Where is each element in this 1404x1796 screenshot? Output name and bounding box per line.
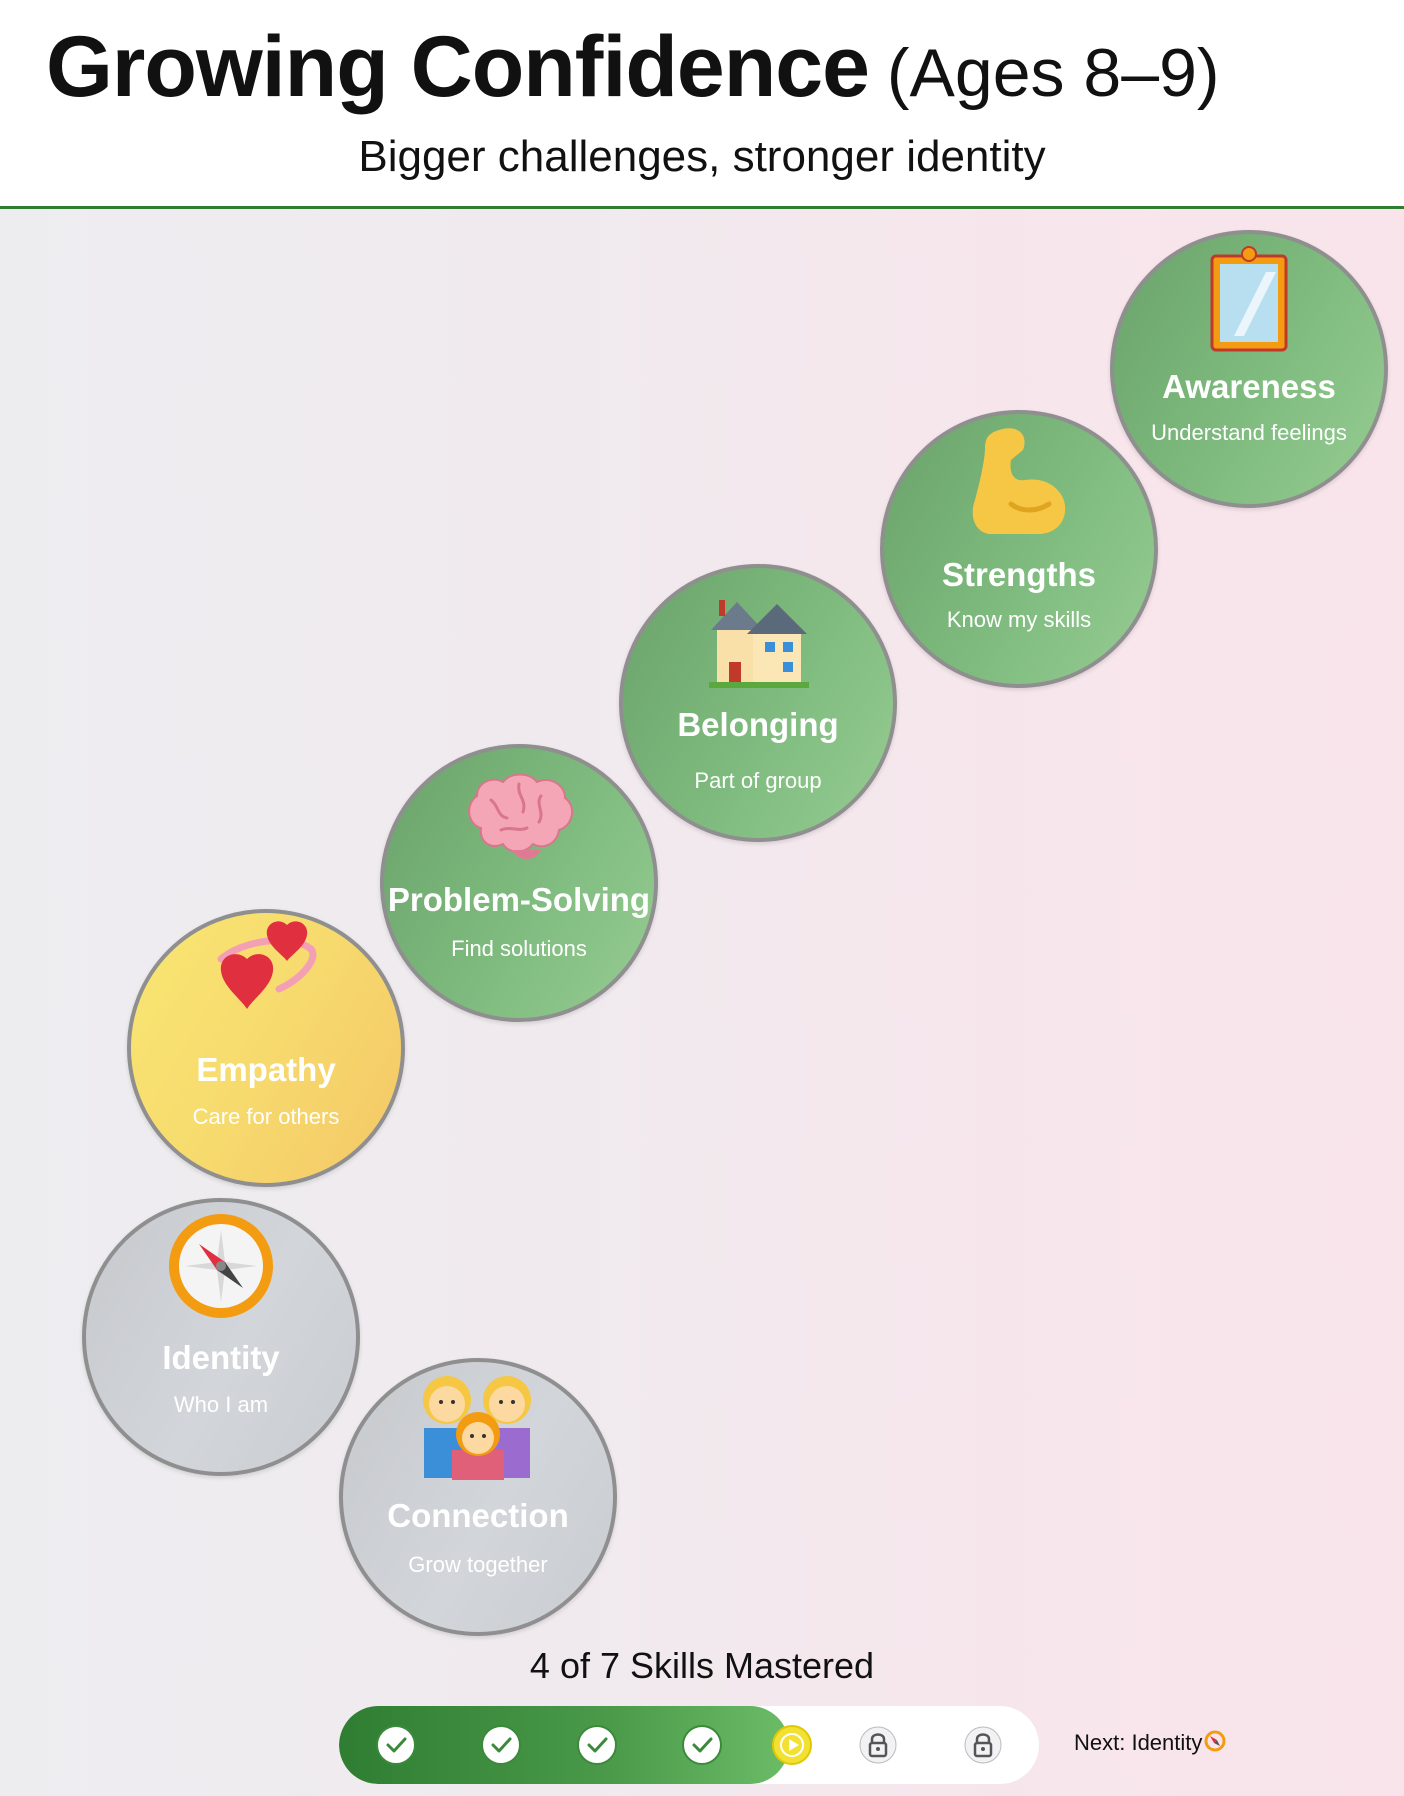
title-age-range: (Ages 8–9) xyxy=(886,35,1220,111)
skill-label: Problem-Solving xyxy=(387,881,651,918)
checkmark-icon xyxy=(491,1737,512,1753)
skill-node-awareness[interactable]: Awareness Understand feelings xyxy=(1110,230,1388,508)
skill-desc: Know my skills xyxy=(946,607,1092,632)
skill-label: Belonging xyxy=(677,706,839,743)
flexed-biceps-icon xyxy=(884,420,1154,540)
skill-node-empathy[interactable]: Empathy Care for others xyxy=(127,909,405,1187)
skill-label: Empathy xyxy=(196,1051,336,1088)
skill-label: Connection xyxy=(387,1497,569,1534)
skill-desc: Part of group xyxy=(694,768,822,793)
family-icon xyxy=(343,1366,613,1486)
progress-step-3 xyxy=(577,1725,617,1765)
page-subtitle: Bigger challenges, stronger identity xyxy=(358,132,1046,181)
skill-desc: Find solutions xyxy=(451,936,587,961)
skill-node-connection[interactable]: Connection Grow together xyxy=(339,1358,617,1636)
skill-node-problem-solving[interactable]: Problem-Solving Find solutions xyxy=(380,744,658,1022)
skill-label: Strengths xyxy=(941,556,1096,593)
skill-desc: Grow together xyxy=(408,1552,548,1577)
progress-step-2 xyxy=(481,1725,521,1765)
title-main: Growing Confidence xyxy=(46,19,870,115)
skill-desc: Understand feelings xyxy=(1151,420,1347,445)
page-header: Growing Confidence(Ages 8–9) Bigger chal… xyxy=(0,0,1404,209)
skill-node-strengths[interactable]: Strengths Know my skills xyxy=(880,410,1158,688)
skill-node-identity[interactable]: Identity Who I am xyxy=(82,1198,360,1476)
lock-icon xyxy=(859,1726,897,1764)
skill-label: Identity xyxy=(162,1339,280,1376)
page-title: Growing Confidence(Ages 8–9) xyxy=(46,18,1220,117)
play-icon xyxy=(780,1733,804,1757)
skill-node-belonging[interactable]: Belonging Part of group xyxy=(619,564,897,842)
compass-icon xyxy=(1204,1730,1226,1758)
houses-icon xyxy=(623,586,893,706)
checkmark-icon xyxy=(692,1737,713,1753)
skill-desc: Care for others xyxy=(192,1104,340,1129)
revolving-hearts-icon xyxy=(131,919,401,1039)
compass-icon xyxy=(86,1208,356,1328)
progress-step-4 xyxy=(682,1725,722,1765)
checkmark-icon xyxy=(587,1737,608,1753)
progress-step-7 xyxy=(963,1725,1003,1765)
progress-label: 4 of 7 Skills Mastered xyxy=(529,1645,875,1686)
brain-icon xyxy=(384,770,654,890)
checkmark-icon xyxy=(386,1737,407,1753)
next-skill-indicator[interactable]: Next: Identity xyxy=(1074,1730,1226,1758)
skill-label: Awareness xyxy=(1162,368,1336,405)
mirror-icon xyxy=(1114,246,1384,366)
progress-track xyxy=(339,1706,1039,1784)
progress-step-1 xyxy=(376,1725,416,1765)
skill-path-canvas: Awareness Understand feelings Strengths … xyxy=(0,209,1404,1796)
progress-step-5 xyxy=(772,1725,812,1765)
skill-desc: Who I am xyxy=(173,1392,269,1417)
next-skill-label: Next: Identity xyxy=(1074,1730,1203,1755)
progress-step-6 xyxy=(858,1725,898,1765)
lock-icon xyxy=(964,1726,1002,1764)
